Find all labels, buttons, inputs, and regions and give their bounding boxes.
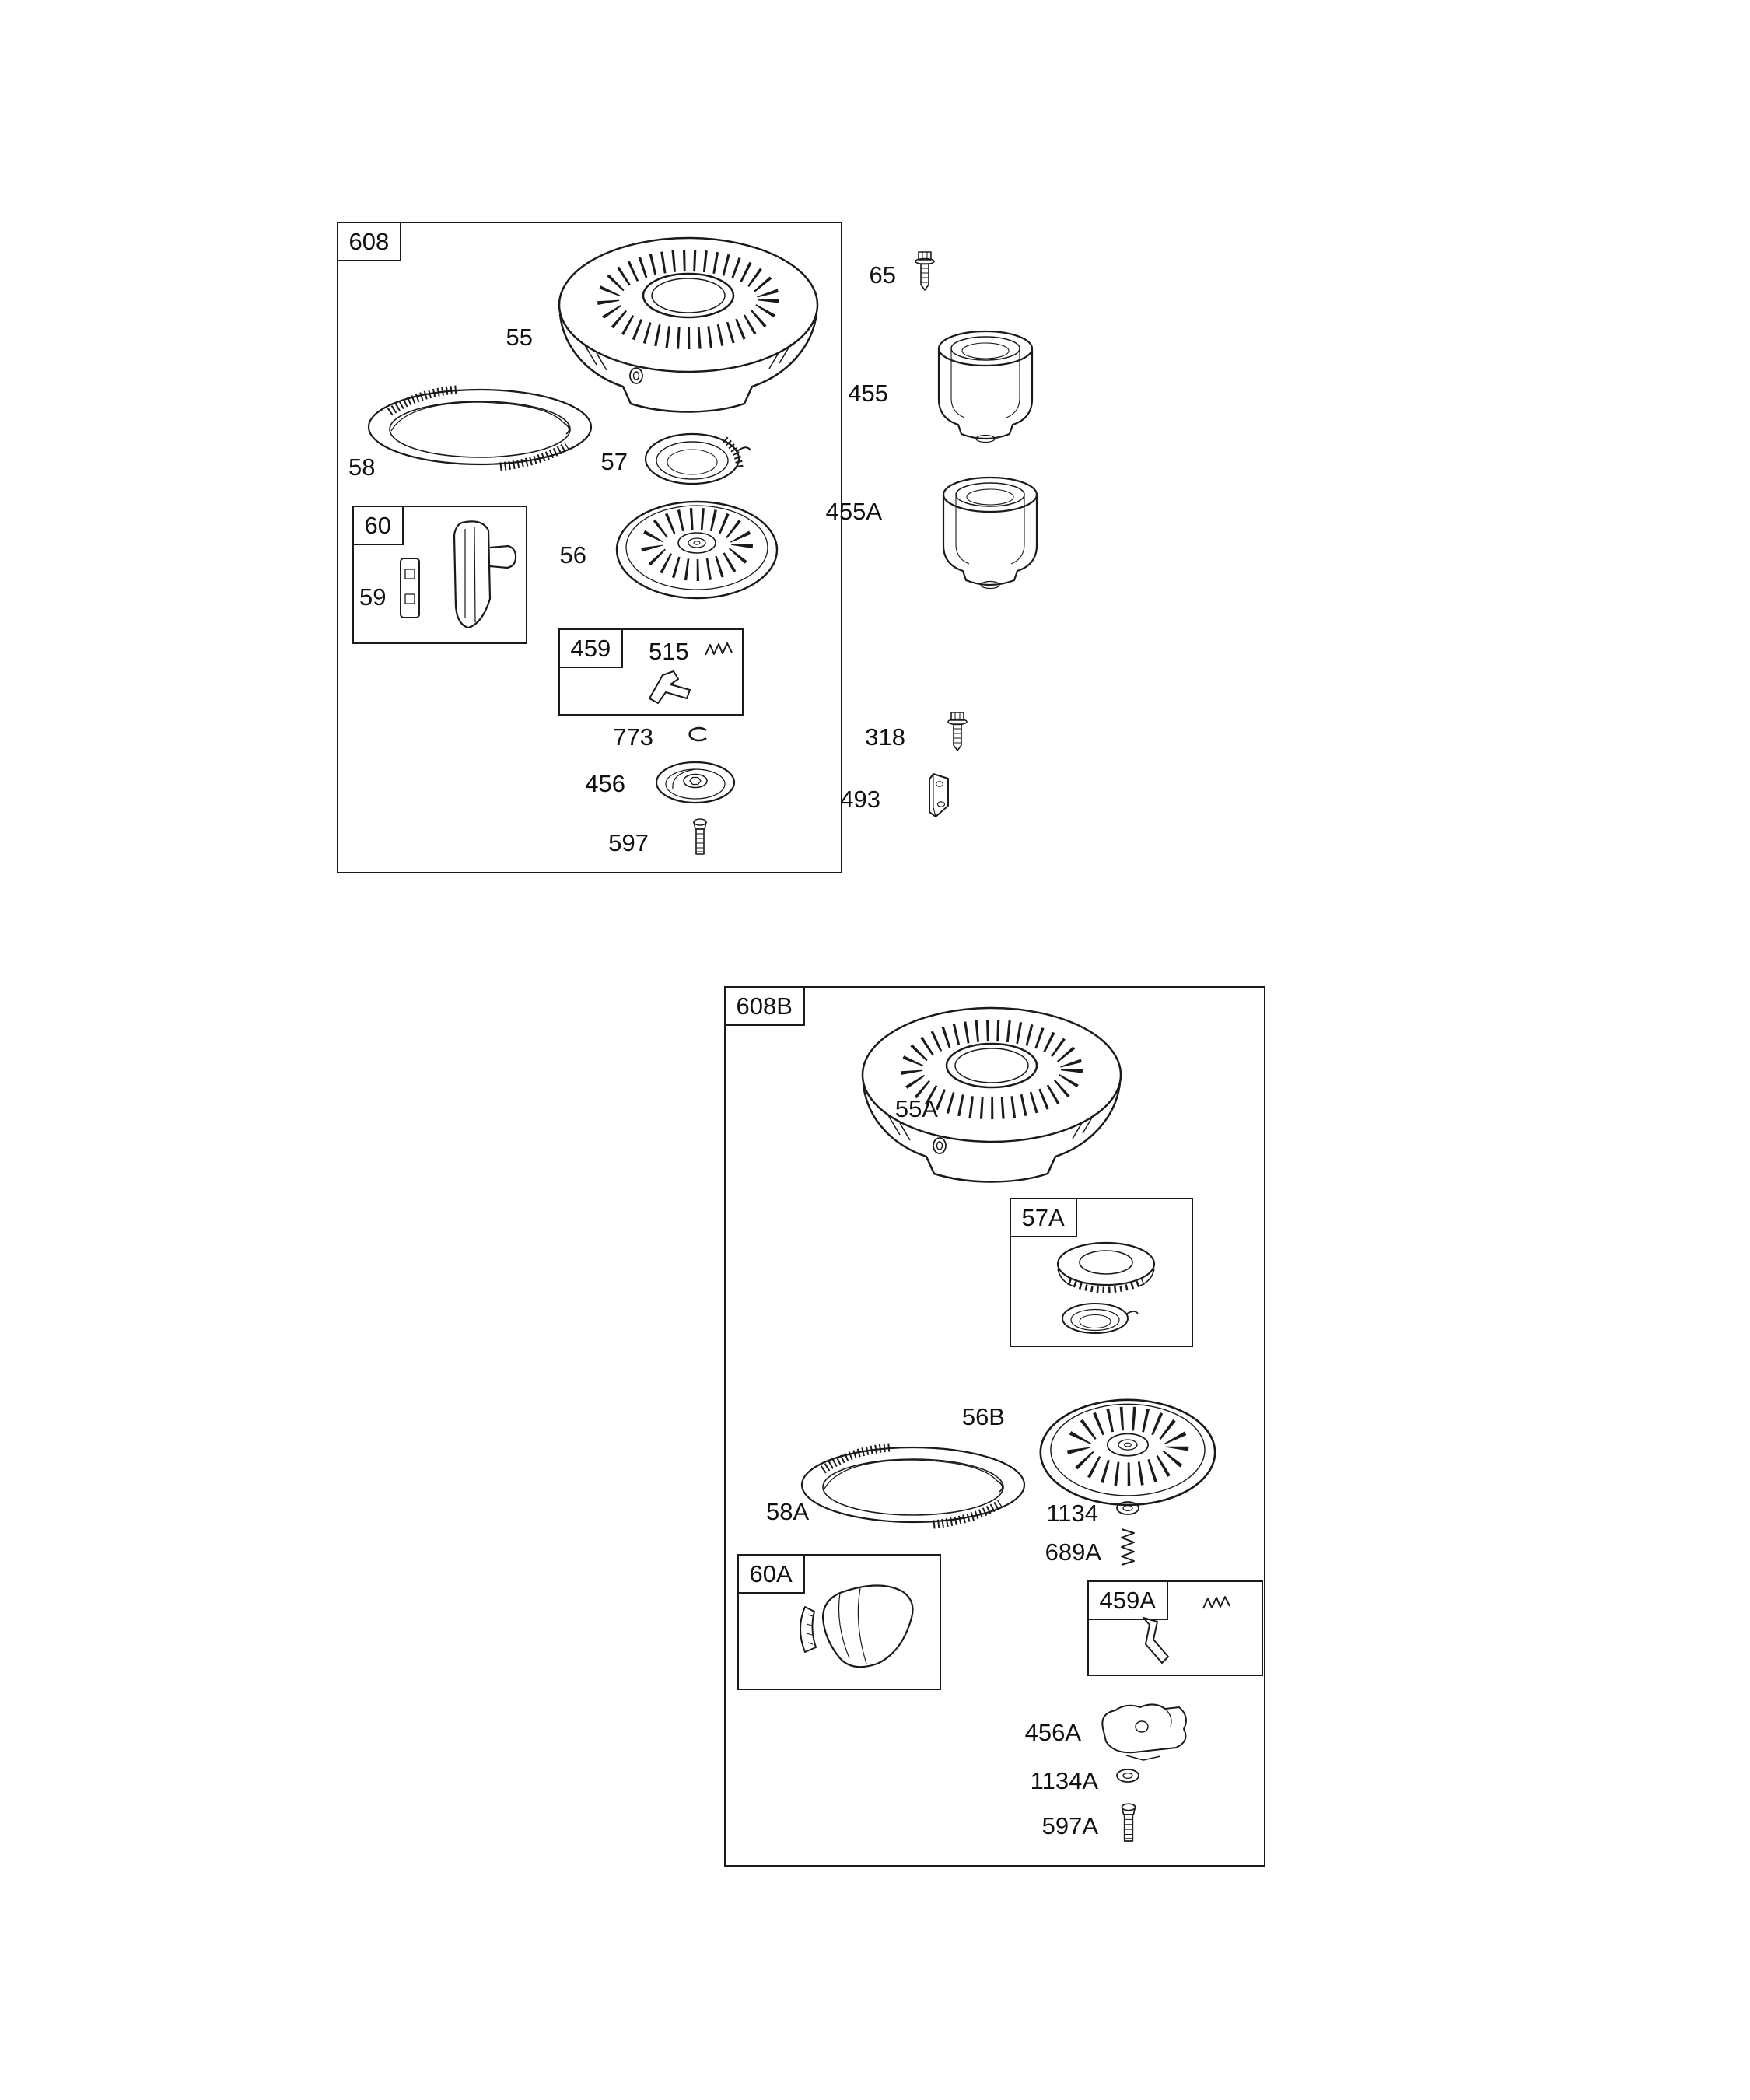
part-label-65: 65: [869, 261, 896, 289]
blower-housing-55-drawing: [541, 227, 832, 418]
part-label-456A: 456A: [1024, 1719, 1081, 1746]
group-box-60: 60: [352, 505, 527, 644]
clutch-housing-455-drawing: [927, 325, 1044, 457]
starter-pulley-56-drawing: [610, 495, 785, 607]
group-label-60: 60: [352, 505, 404, 545]
part-label-597: 597: [608, 829, 649, 856]
part-label-55: 55: [506, 324, 533, 351]
rewind-spring-58-drawing: [362, 383, 599, 476]
part-label-1134A: 1134A: [1030, 1767, 1098, 1794]
group-box-57A: 57A: [1009, 1197, 1193, 1347]
retainer-ring-773-drawing: [683, 725, 712, 744]
group-box-459: 459: [558, 628, 744, 716]
group-label-459A: 459A: [1087, 1580, 1168, 1620]
group-box-60A: 60A: [737, 1553, 941, 1690]
part-label-456: 456: [585, 770, 625, 797]
part-label-597A: 597A: [1041, 1812, 1098, 1839]
group-box-459A: 459A: [1087, 1580, 1263, 1676]
part-label-455: 455: [848, 380, 888, 407]
group-label-57A: 57A: [1009, 1197, 1077, 1237]
rewind-spring-58A-drawing: [795, 1440, 1032, 1534]
washer-1134A-drawing: [1114, 1767, 1142, 1784]
pawl-spring-515-drawing: [702, 638, 736, 661]
screw-318-drawing: [943, 709, 972, 758]
starter-spring-57-drawing: [639, 426, 756, 492]
part-label-58: 58: [348, 453, 376, 481]
starter-pulley-56B-drawing: [1033, 1392, 1223, 1515]
pawl-459-drawing: [642, 663, 708, 708]
starter-grip-drawing: [426, 515, 523, 635]
bracket-493-drawing: [916, 770, 966, 821]
part-label-57: 57: [600, 448, 628, 475]
pawl-459A-drawing: [1129, 1612, 1188, 1668]
group-label-608B: 608B: [723, 985, 805, 1026]
part-label-515: 515: [649, 638, 689, 665]
spring-689A-drawing: [1114, 1524, 1142, 1570]
spring-cover-57A-drawing: [1028, 1233, 1180, 1342]
screw-597-drawing: [688, 817, 712, 866]
part-label-58A: 58A: [766, 1498, 810, 1525]
ratchet-plate-456A-drawing: [1090, 1700, 1193, 1762]
part-label-318: 318: [865, 723, 905, 751]
group-box-608: 608: [336, 221, 842, 873]
grip-insert-59-drawing: [393, 554, 429, 624]
part-label-56: 56: [559, 541, 586, 569]
washer-1134-drawing: [1114, 1500, 1142, 1517]
part-label-773: 773: [613, 723, 653, 751]
group-label-608: 608: [336, 221, 402, 261]
part-label-689A: 689A: [1045, 1538, 1101, 1566]
part-label-455A: 455A: [825, 498, 882, 525]
clutch-housing-455A-drawing: [932, 471, 1048, 604]
pawl-spring-459A-drawing: [1199, 1591, 1234, 1615]
group-label-459: 459: [558, 628, 624, 668]
part-label-59: 59: [359, 583, 387, 611]
starter-clutch-456-drawing: [652, 759, 739, 807]
part-label-1134: 1134: [1046, 1500, 1098, 1527]
part-label-493: 493: [840, 786, 880, 813]
part-label-55A: 55A: [894, 1095, 938, 1122]
screw-597A-drawing: [1115, 1801, 1142, 1854]
group-label-60A: 60A: [737, 1553, 805, 1594]
starter-grip-60A-drawing: [784, 1576, 928, 1681]
screw-65-drawing: [910, 249, 940, 297]
part-label-56B: 56B: [961, 1403, 1005, 1430]
group-box-608B: 608B: [723, 985, 1265, 1867]
blower-housing-55A-drawing: [844, 997, 1136, 1188]
